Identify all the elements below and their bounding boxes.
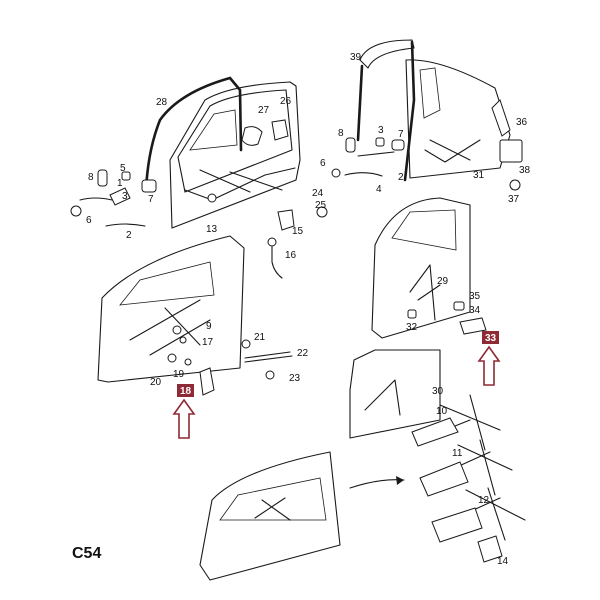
part-label-9: 9	[206, 321, 212, 332]
part-label-16: 16	[285, 250, 297, 261]
part-label-11: 11	[452, 448, 463, 459]
part-label-36: 36	[516, 117, 528, 128]
part-label-35: 35	[469, 291, 481, 302]
pointer-arrow-33	[477, 345, 501, 386]
part-label-7: 7	[148, 194, 154, 205]
part-label-30: 30	[432, 386, 444, 397]
part-label-34: 34	[469, 305, 481, 316]
part-label-5: 5	[120, 163, 126, 174]
part-label-8: 8	[88, 172, 94, 183]
part-label-14: 14	[497, 556, 509, 567]
highlighted-part-18: 18	[172, 384, 196, 439]
part-label-22: 22	[297, 348, 309, 359]
part-label-38: 38	[519, 165, 531, 176]
part-label-24: 24	[312, 188, 324, 199]
part-label-23: 23	[289, 373, 301, 384]
part-label-7-b: 7	[398, 129, 404, 140]
part-label-2: 2	[126, 230, 132, 241]
part-label-10: 10	[436, 406, 448, 417]
rear-door-assembly	[331, 39, 523, 191]
regulator-variants	[411, 394, 526, 563]
diagram-code: C54	[72, 545, 101, 562]
part-label-15: 15	[292, 226, 304, 237]
part-label-32: 32	[406, 322, 418, 333]
lower-door-assembly	[199, 451, 405, 581]
part-label-6-b: 6	[320, 158, 326, 169]
part-label-3-b: 3	[378, 125, 384, 136]
highlighted-part-33: 33	[477, 331, 501, 386]
part-label-6: 6	[86, 215, 92, 226]
part-label-12: 12	[478, 495, 490, 506]
part-label-20: 20	[150, 377, 162, 388]
part-label-27: 27	[258, 105, 270, 116]
part-label-17: 17	[202, 337, 214, 348]
part-label-13: 13	[206, 224, 218, 235]
pointer-arrow-18	[172, 398, 196, 439]
highlight-box-18	[177, 384, 194, 397]
highlight-label-18: 18	[180, 386, 192, 397]
part-label-2-b: 2	[398, 172, 404, 183]
highlight-label-33: 33	[485, 333, 497, 344]
part-label-25: 25	[315, 200, 327, 211]
part-label-21: 21	[254, 332, 266, 343]
part-label-29: 29	[437, 276, 449, 287]
front-door-assembly	[70, 76, 328, 279]
part-label-3: 3	[122, 191, 128, 202]
part-label-37: 37	[508, 194, 520, 205]
part-label-39: 39	[350, 52, 362, 63]
part-label-1: 1	[117, 178, 123, 189]
part-label-8-b: 8	[338, 128, 344, 139]
part-label-26: 26	[280, 96, 292, 107]
part-label-28: 28	[156, 97, 168, 108]
front-regulator-assembly	[97, 235, 293, 396]
part-label-19: 19	[173, 369, 185, 380]
part-label-4: 4	[376, 184, 382, 195]
part-label-31: 31	[473, 170, 485, 181]
rear-regulator-assembly	[349, 197, 487, 439]
highlight-box-33	[482, 331, 499, 344]
